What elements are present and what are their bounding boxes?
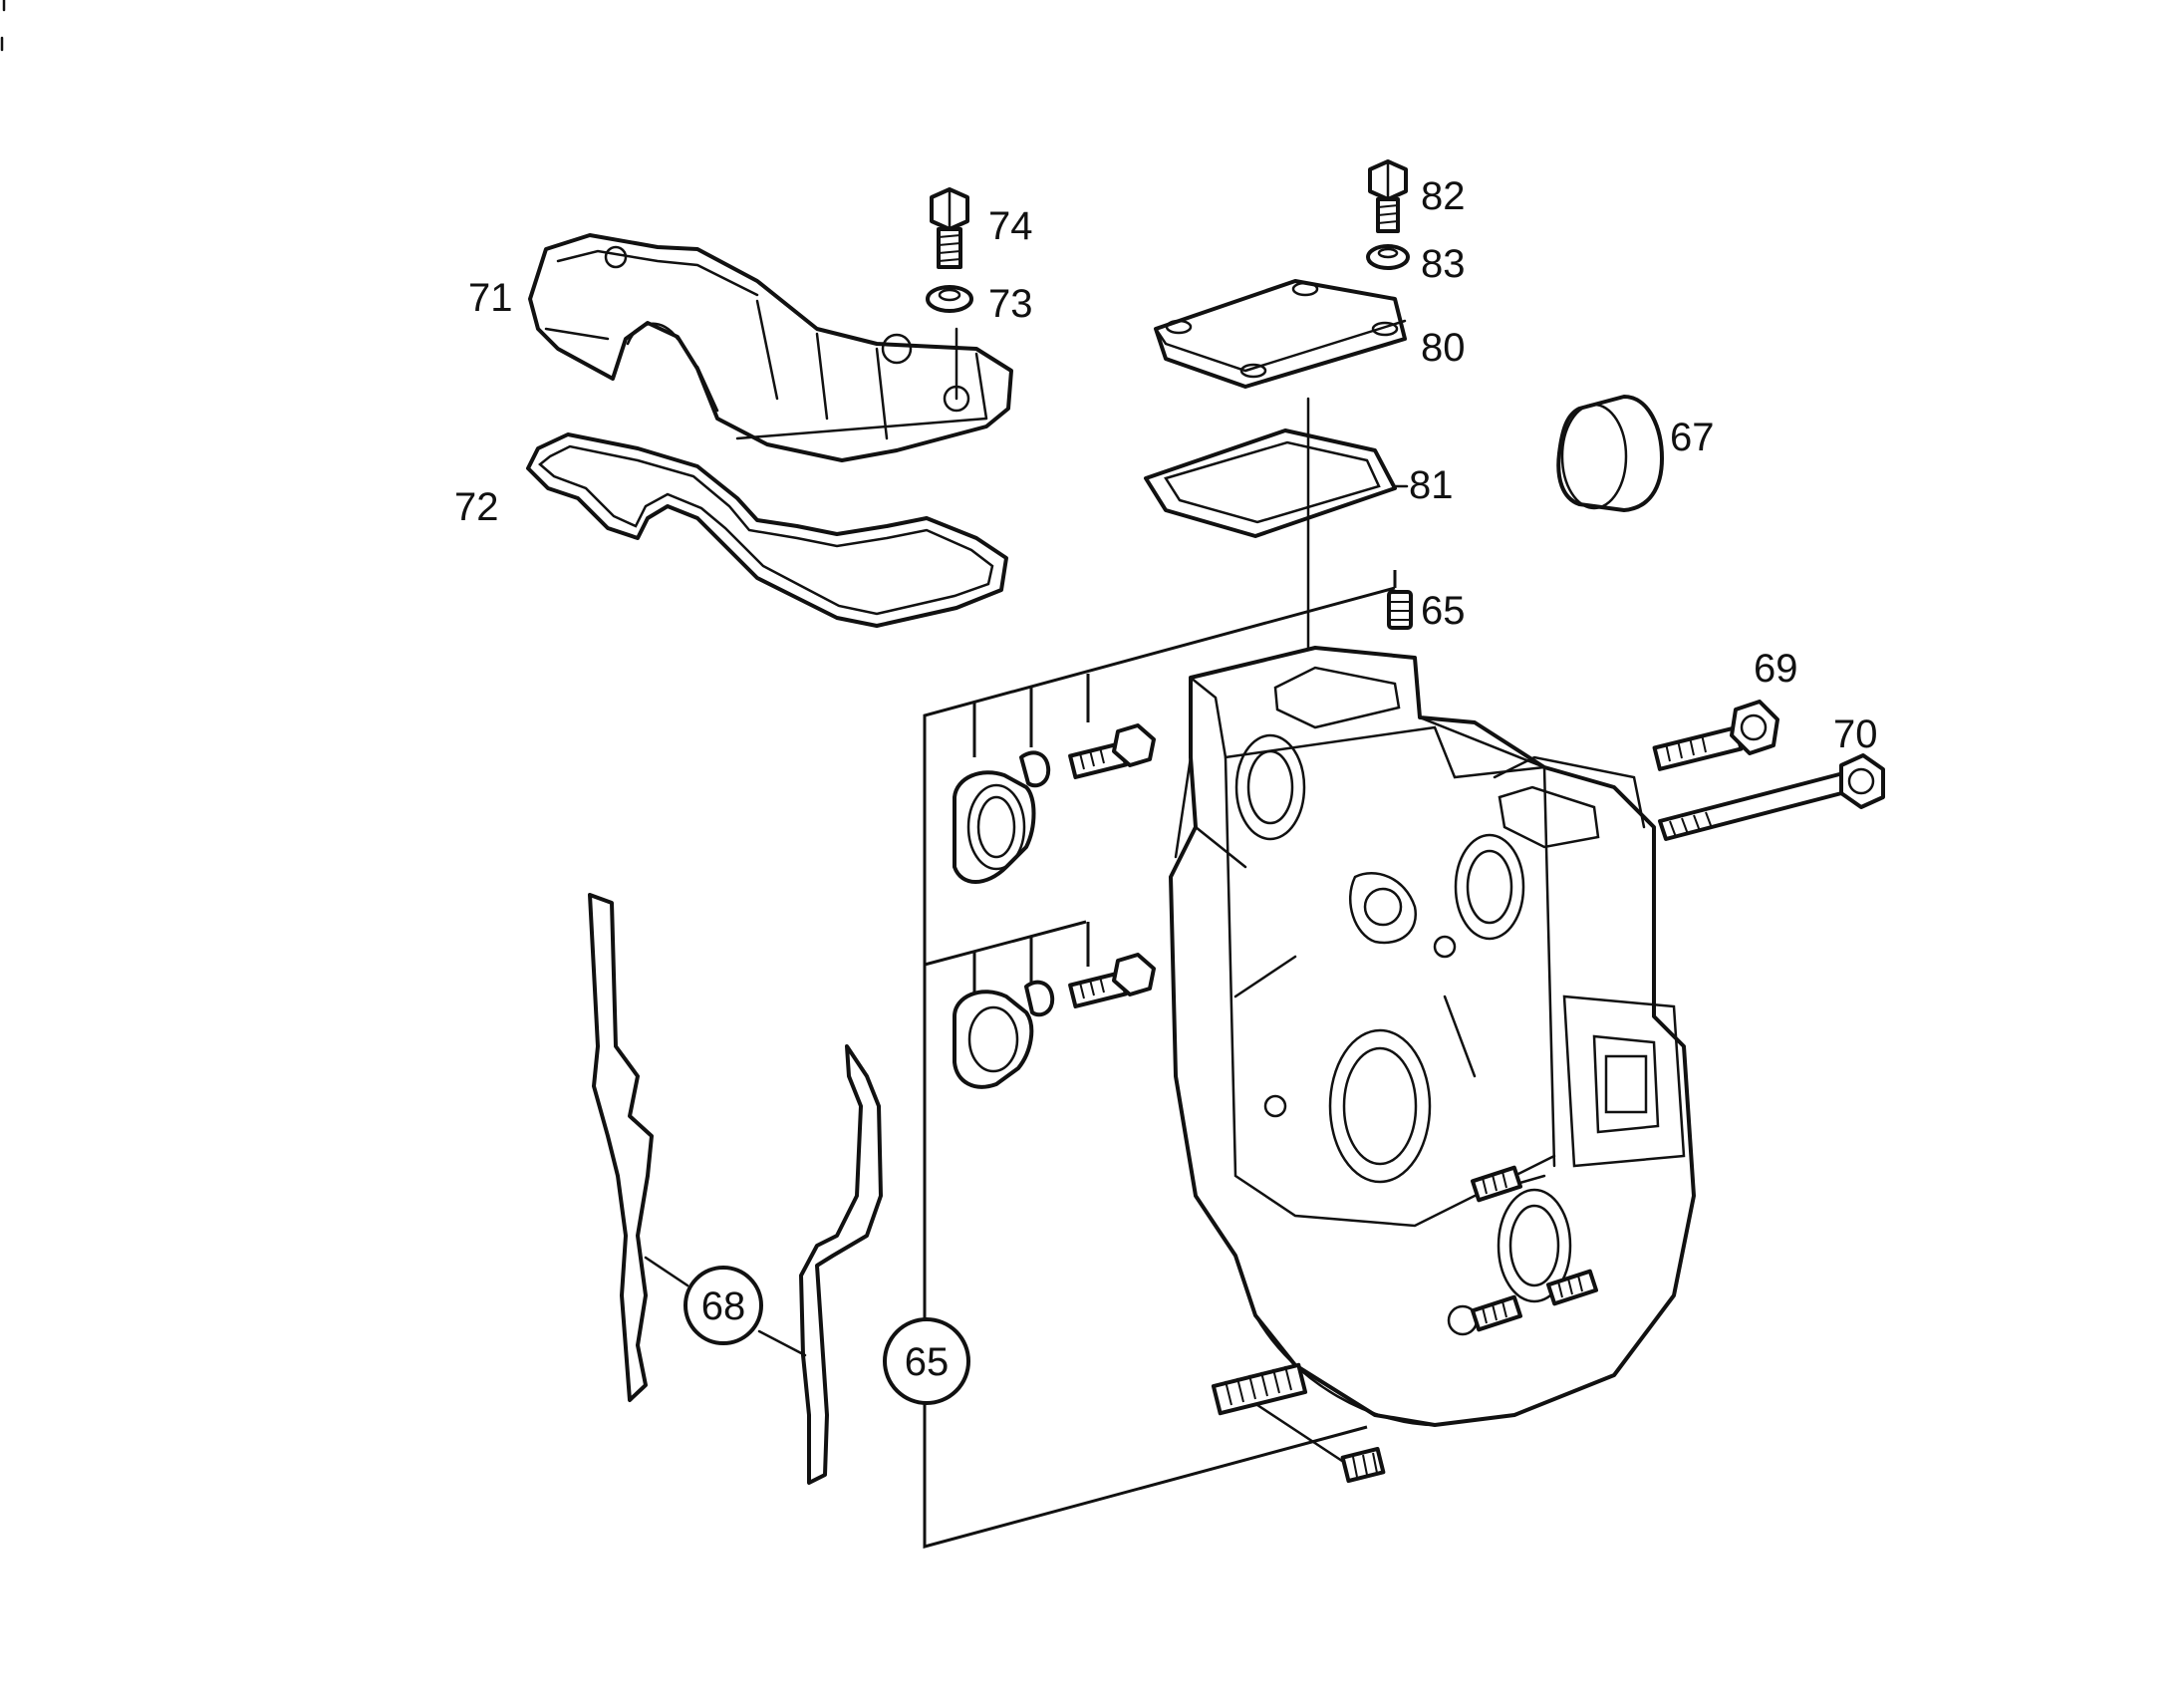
stud-housing-3 bbox=[1470, 1294, 1523, 1332]
plug-67 bbox=[1556, 395, 1664, 512]
bracket-65 bbox=[923, 570, 1397, 1549]
washer-83 bbox=[1366, 244, 1410, 270]
callout-68: 68 bbox=[701, 1284, 746, 1328]
callout-81: 81 bbox=[1409, 463, 1454, 507]
callout-71: 71 bbox=[468, 276, 513, 320]
gasket-81 bbox=[1144, 428, 1397, 538]
seal-ring-lower bbox=[953, 990, 1034, 1089]
callout-70: 70 bbox=[1833, 712, 1878, 756]
callout-80: 80 bbox=[1421, 326, 1466, 370]
callout-74: 74 bbox=[988, 204, 1033, 248]
callout-65-circled: 65 bbox=[905, 1340, 950, 1384]
timing-case-housing bbox=[1169, 646, 1696, 1427]
callout-65-upper: 65 bbox=[1421, 589, 1466, 633]
clip-upper bbox=[1019, 750, 1051, 788]
bolt-70 bbox=[1658, 753, 1885, 841]
circle-callout-68: 68 bbox=[683, 1266, 763, 1345]
screw-upper bbox=[1068, 723, 1156, 779]
stud-leader bbox=[1255, 1403, 1347, 1465]
gasket-68-right bbox=[799, 1044, 883, 1485]
gasket-72 bbox=[526, 432, 1008, 628]
stud-housing-2 bbox=[1545, 1269, 1599, 1306]
leader-68-right bbox=[757, 1329, 807, 1357]
bolt-82 bbox=[1368, 159, 1408, 233]
screw-lower bbox=[1068, 953, 1156, 1008]
stud-65-lower bbox=[1211, 1362, 1308, 1416]
gasket-68-left bbox=[588, 893, 654, 1402]
stud-housing-1 bbox=[1470, 1165, 1523, 1203]
washer-73 bbox=[926, 285, 973, 313]
callout-83: 83 bbox=[1421, 242, 1466, 286]
bolt-74 bbox=[930, 187, 969, 269]
cover-71 bbox=[528, 233, 1013, 462]
callout-67: 67 bbox=[1670, 416, 1715, 459]
dowel-65-upper bbox=[1387, 590, 1413, 630]
clip-lower bbox=[1024, 980, 1055, 1017]
cover-plate-80 bbox=[1154, 279, 1407, 389]
callout-72: 72 bbox=[454, 485, 499, 529]
dowel-65-lower bbox=[1340, 1447, 1386, 1483]
callout-82: 82 bbox=[1421, 174, 1466, 218]
seal-ring-upper bbox=[953, 770, 1036, 884]
bolt-69 bbox=[1652, 700, 1779, 771]
callout-73: 73 bbox=[988, 282, 1033, 326]
circle-callout-65: 65 bbox=[883, 1317, 970, 1405]
leader-68-left bbox=[644, 1256, 689, 1287]
callout-69: 69 bbox=[1754, 647, 1798, 691]
